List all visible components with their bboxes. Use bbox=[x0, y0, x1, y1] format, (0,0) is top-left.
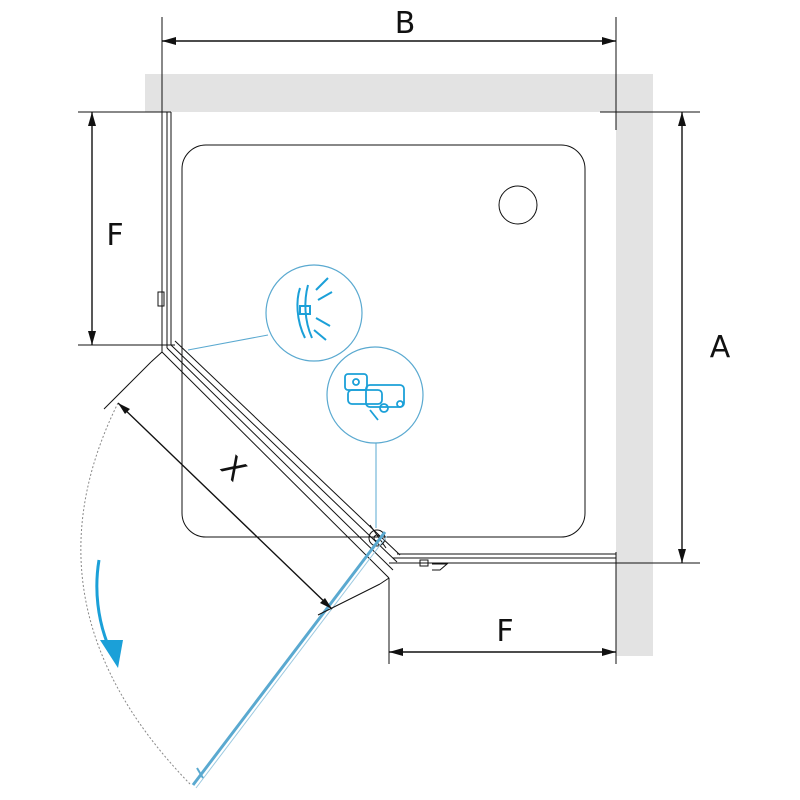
dimension-f-bottom-label: F bbox=[496, 614, 513, 649]
door-open-position bbox=[191, 531, 388, 789]
back-wall bbox=[145, 74, 653, 112]
bottom-fixed-panel bbox=[389, 552, 617, 571]
right-wall bbox=[616, 74, 653, 656]
dimension-f-left: F bbox=[78, 111, 175, 346]
seal-profile-icon bbox=[296, 277, 333, 341]
drain-icon bbox=[498, 185, 538, 225]
dimension-a: A bbox=[600, 111, 731, 564]
left-fixed-panel bbox=[157, 111, 172, 352]
walls bbox=[145, 74, 653, 656]
hinge-detail bbox=[326, 346, 424, 528]
dimension-a-label: A bbox=[710, 330, 731, 365]
dimension-b-label: B bbox=[395, 6, 416, 41]
dimension-b: B bbox=[161, 6, 617, 130]
swing-arrow-icon bbox=[95, 559, 123, 668]
hinge-detail-icon bbox=[344, 373, 405, 421]
shower-tray bbox=[181, 144, 586, 538]
dimension-x-label: X bbox=[213, 449, 252, 488]
diagonal-door-closed bbox=[150, 340, 401, 585]
dimension-f-left-label: F bbox=[106, 218, 123, 253]
dimension-f-bottom: F bbox=[388, 563, 617, 664]
swing-arc bbox=[80, 402, 191, 785]
seal-profile-detail bbox=[187, 264, 363, 362]
